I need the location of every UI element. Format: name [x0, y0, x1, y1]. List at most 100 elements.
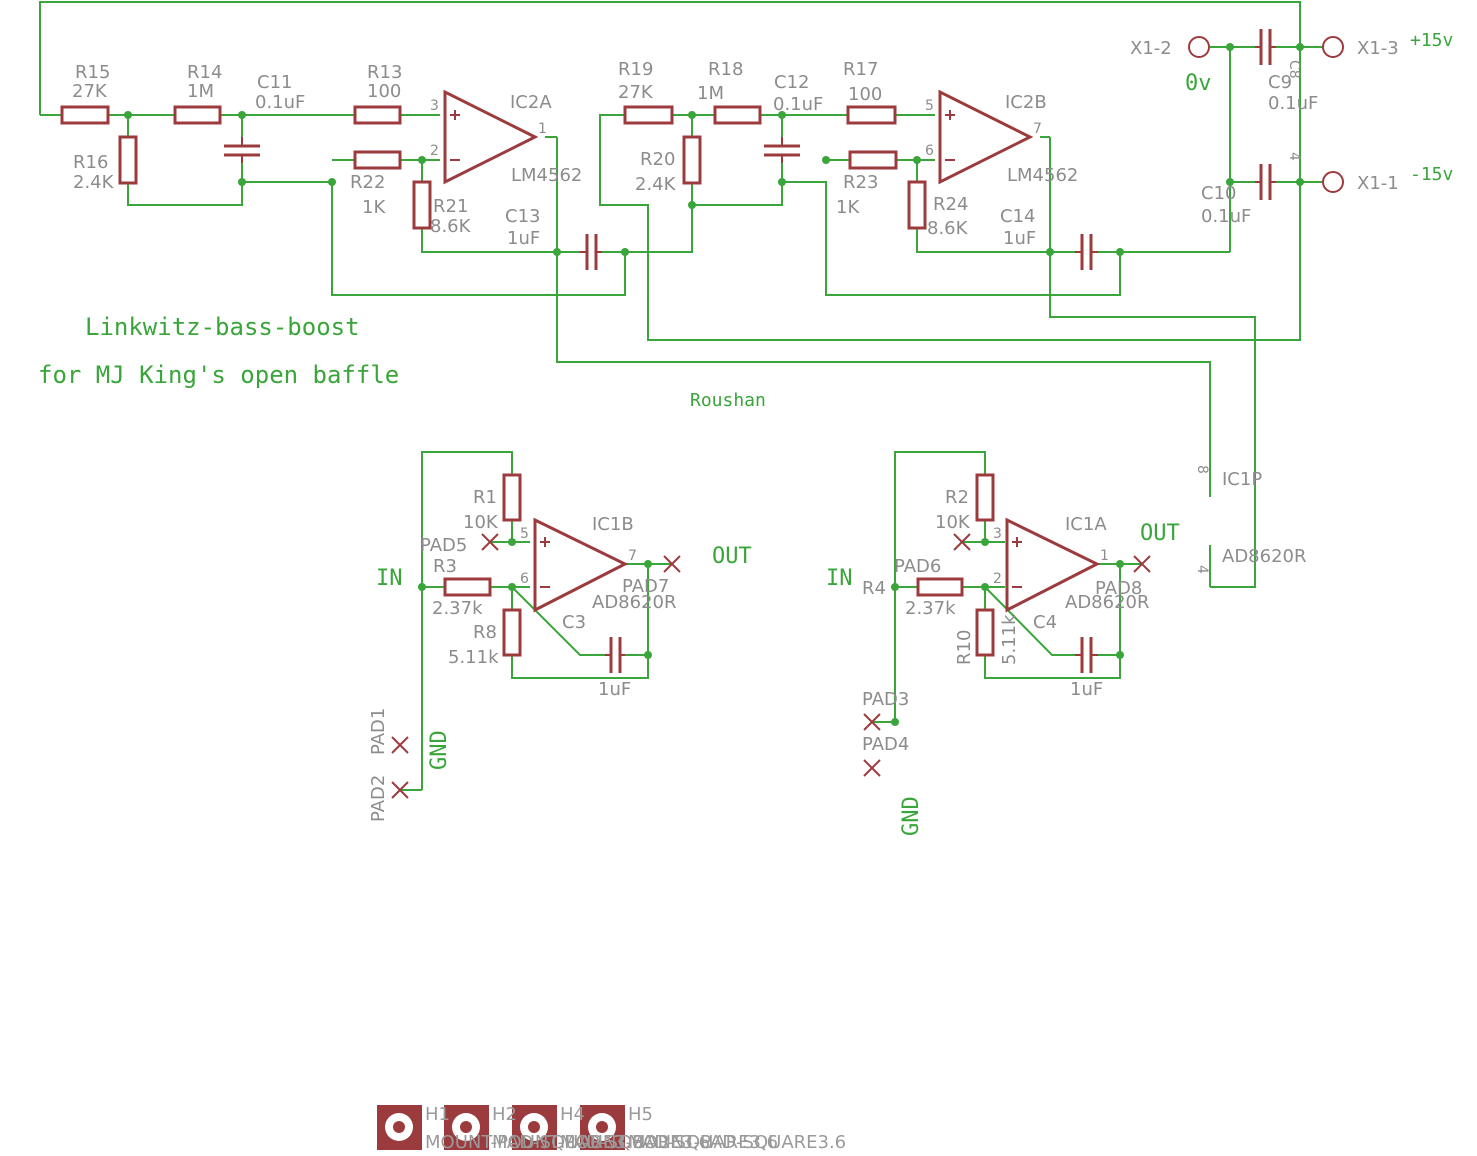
- capacitor-c9: [1255, 29, 1276, 65]
- value-r10: 5.11k: [999, 614, 1020, 665]
- opamps: [443, 89, 1101, 613]
- pin-ic1p-8: 8: [1194, 465, 1210, 474]
- capacitors: [224, 29, 1276, 673]
- resistor-r23: [848, 150, 898, 170]
- capacitor-c12: [764, 137, 800, 163]
- label-pad7: PAD7: [622, 576, 669, 597]
- pad6-mark: [953, 533, 971, 551]
- pin-ic1b-plus: 5: [520, 526, 529, 542]
- label-r24: R24: [933, 194, 968, 215]
- value-ic2b: LM4562: [1007, 165, 1078, 186]
- label-h4: H4: [560, 1104, 585, 1125]
- label-pad6: PAD6: [894, 556, 941, 577]
- label-pad1: PAD1: [368, 708, 389, 755]
- label-pad8: PAD8: [1095, 578, 1142, 599]
- connector-x1-1: [1322, 171, 1344, 193]
- mounting-pads: [377, 1105, 625, 1150]
- resistor-r16: [118, 135, 138, 185]
- label-c11: C11: [257, 72, 292, 93]
- pin-ic1b-minus: 6: [520, 571, 529, 587]
- label-pad2: PAD2: [368, 775, 389, 822]
- pin-4-power: 4: [1286, 152, 1302, 161]
- label-h5: H5: [628, 1104, 653, 1125]
- connectors: [1188, 36, 1344, 193]
- value-c11: 0.1uF: [255, 92, 305, 113]
- mount-h1: [377, 1105, 422, 1150]
- label-r23: R23: [843, 172, 878, 193]
- net-in-a: IN: [826, 566, 853, 591]
- pin-ic1a-minus: 2: [993, 571, 1002, 587]
- pad4-mark: [863, 759, 881, 777]
- value-r17: 100: [848, 84, 882, 105]
- opamp-ic1b: [533, 517, 629, 613]
- value-r14: 1M: [187, 81, 214, 102]
- net-out-b: OUT: [712, 544, 752, 569]
- mount-h2: [444, 1105, 489, 1150]
- capacitor-c14: [1075, 234, 1098, 270]
- pad3-mark: [863, 713, 881, 731]
- value-r18: 1M: [697, 83, 724, 104]
- value-c13: 1uF: [507, 228, 540, 249]
- net-out-a: OUT: [1140, 521, 1180, 546]
- value-r21: 8.6K: [430, 216, 472, 237]
- pin-ic2b-plus: 5: [925, 98, 934, 114]
- label-h2: H2: [492, 1104, 517, 1125]
- value-ic1b: AD8620R: [592, 592, 677, 613]
- label-r21: R21: [433, 196, 468, 217]
- pin-ic2a-plus: 3: [430, 98, 439, 114]
- value-ic1a: AD8620R: [1065, 592, 1150, 613]
- resistor-r2: [975, 473, 995, 522]
- label-c14: C14: [1000, 206, 1035, 227]
- label-r18: R18: [708, 59, 743, 80]
- label-c3: C3: [562, 612, 586, 633]
- value-r4: 2.37k: [905, 598, 956, 619]
- label-ic2b: IC2B: [1005, 92, 1047, 113]
- value-c10: 0.1uF: [1201, 206, 1251, 227]
- value-r22: 1K: [362, 197, 386, 218]
- pin-ic1a-out: 1: [1100, 548, 1109, 564]
- label-x1-2: X1-2: [1130, 38, 1172, 59]
- resistor-r20: [682, 135, 702, 185]
- net-plus15v: +15v: [1410, 30, 1453, 51]
- opamp-ic1a: [1005, 517, 1101, 613]
- capacitor-c11: [224, 137, 260, 163]
- wires: [39, 1, 1322, 791]
- resistor-r22: [353, 150, 402, 170]
- capacitor-c10: [1255, 164, 1276, 200]
- pad1-mark: [391, 736, 409, 754]
- resistor-r14: [173, 105, 222, 125]
- resistors: [60, 105, 995, 657]
- label-ic2a: IC2A: [510, 92, 552, 113]
- label-pad5: PAD5: [420, 535, 467, 556]
- label-h1: H1: [425, 1104, 450, 1125]
- labels: R15 27K R14 1M C11 0.1uF R13 100 R16 2.4…: [38, 30, 1453, 1153]
- capacitor-c3: [605, 637, 625, 673]
- label-r2: R2: [945, 487, 969, 508]
- label-r16: R16: [73, 152, 108, 173]
- pad8-mark: [1133, 555, 1151, 573]
- label-r10: R10: [954, 630, 975, 665]
- label-ic1a: IC1A: [1065, 514, 1107, 535]
- value-r1: 10K: [463, 512, 499, 533]
- label-r3: R3: [433, 556, 457, 577]
- value-r23: 1K: [836, 197, 860, 218]
- pin-ic2a-minus: 2: [430, 143, 439, 159]
- value-c4: 1uF: [1070, 679, 1103, 700]
- label-c8: C8: [1286, 60, 1302, 79]
- label-c10: C10: [1201, 183, 1236, 204]
- opamp-ic2a: [443, 89, 539, 185]
- resistor-r8: [502, 608, 522, 657]
- label-r22: R22: [350, 172, 385, 193]
- value-r24: 8.6K: [927, 218, 969, 239]
- pad5-mark: [481, 533, 499, 551]
- label-pad3: PAD3: [862, 689, 909, 710]
- junctions: [124, 43, 1304, 726]
- label-r17: R17: [843, 59, 878, 80]
- label-ic1p: IC1P: [1222, 469, 1262, 490]
- value-c3: 1uF: [598, 679, 631, 700]
- label-r20: R20: [640, 149, 675, 170]
- label-r14: R14: [187, 62, 222, 83]
- resistor-r24: [907, 180, 927, 230]
- value-ic2a: LM4562: [511, 165, 582, 186]
- value-r20: 2.4K: [635, 174, 677, 195]
